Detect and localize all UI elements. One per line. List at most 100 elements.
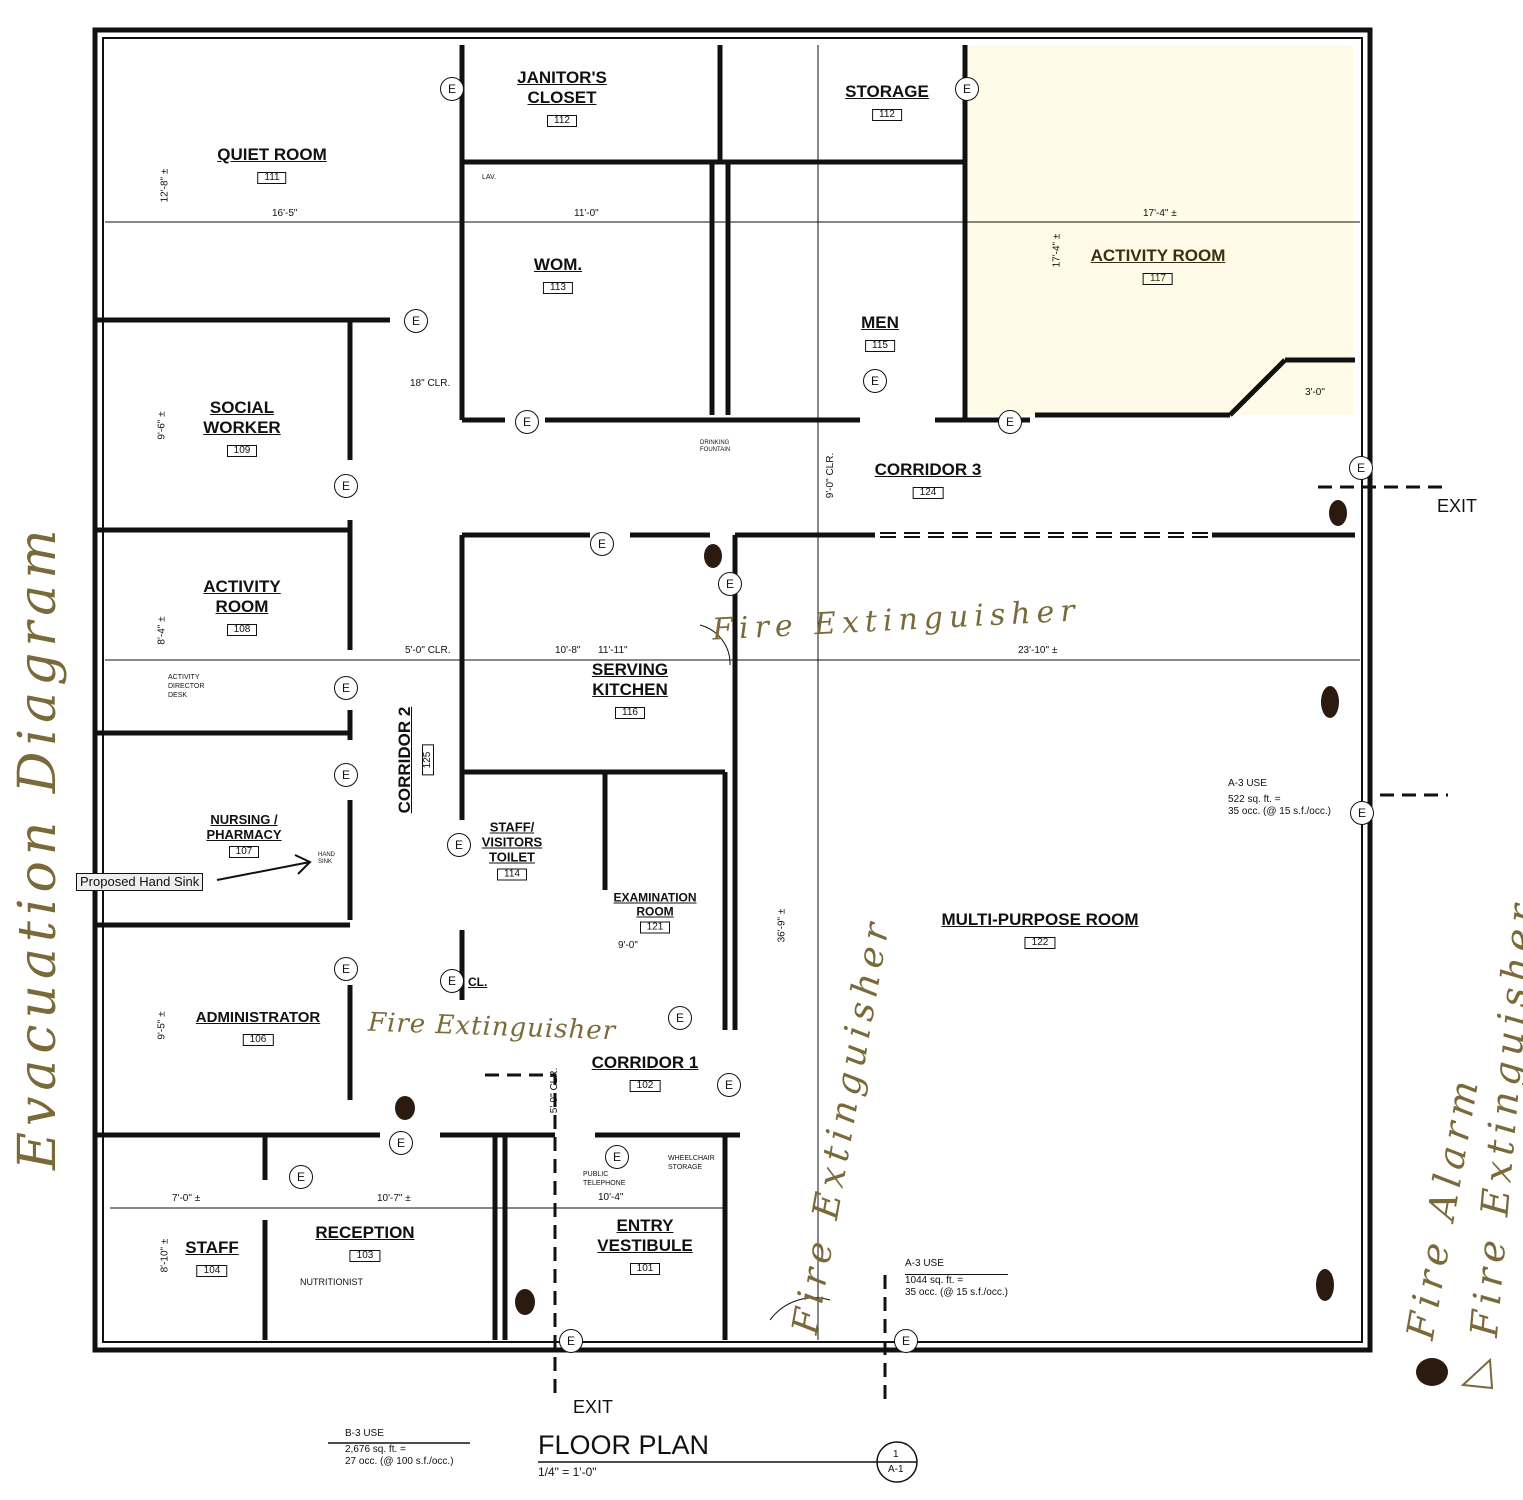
dimension-label: 11'-11"	[598, 645, 628, 656]
room-number: 115	[865, 340, 895, 352]
room-name: CORRIDOR 3	[874, 460, 982, 479]
dimension-label: 3'-0"	[1305, 387, 1325, 398]
room-name: WOM.	[533, 255, 583, 274]
room-corridor-3: CORRIDOR 3 124	[874, 460, 982, 500]
sheet-ref-icon	[328, 1441, 918, 1483]
room-number: 117	[1143, 273, 1173, 285]
occupancy-use: A-3 USE	[1228, 778, 1267, 789]
room-name: CORRIDOR 1	[591, 1053, 699, 1072]
egress-marker: E	[334, 474, 358, 498]
dimension-label: 17'-4" ±	[1051, 233, 1063, 268]
activity-desk-label: ACTIVITY DIRECTOR DESK	[168, 674, 205, 699]
room-number: 124	[912, 487, 944, 499]
hand-sink-label: HAND SINK	[318, 852, 336, 865]
egress-marker: E	[334, 676, 358, 700]
drawing-scale: 1/4" = 1'-0"	[538, 1465, 597, 1479]
occupancy-occ: 27 occ. (@ 100 s.f./occ.)	[345, 1456, 454, 1467]
fire-alarm-markers	[395, 500, 1448, 1386]
room-number: 104	[196, 1265, 228, 1277]
room-number: 107	[228, 846, 260, 858]
occupancy-occ: 35 occ. (@ 15 s.f./occ.)	[905, 1287, 1008, 1298]
dimension-label: 9'-6" ±	[156, 411, 168, 440]
dimension-label: 7'-0" ±	[172, 1193, 201, 1204]
room-name: CORRIDOR 2	[395, 706, 414, 814]
occupancy-a3-multipurpose: A-3 USE 1044 sq. ft. =35 occ. (@ 15 s.f./…	[905, 1258, 1008, 1299]
room-name: MEN	[861, 313, 899, 332]
occupancy-area: 1044 sq. ft. =	[905, 1274, 1008, 1287]
occupancy-area: 2,676 sq. ft. =	[345, 1444, 406, 1455]
closet-label: CL.	[468, 975, 488, 989]
room-name: NURSING / PHARMACY	[206, 812, 282, 842]
room-entry-vestibule: ENTRY VESTIBULE 101	[585, 1216, 705, 1276]
public-telephone-label: PUBLIC TELEPHONE	[583, 1171, 626, 1187]
dimension-label: 36'-9" ±	[776, 908, 788, 943]
room-mens: MEN 115	[861, 313, 899, 353]
nutritionist-label: NUTRITIONIST	[300, 1277, 363, 1287]
room-storage: STORAGE 112	[845, 82, 929, 122]
egress-marker: E	[894, 1329, 918, 1353]
dimension-label: 5'-0" CLR.	[405, 645, 451, 656]
room-number: 113	[543, 282, 573, 294]
egress-marker: E	[334, 763, 358, 787]
egress-marker: E	[955, 77, 979, 101]
dimension-label: 9'-5" ±	[156, 1011, 168, 1040]
dimension-label: 5'-0" CLR.	[549, 1067, 561, 1114]
room-number: 108	[226, 624, 258, 636]
occupancy-occ: 35 occ. (@ 15 s.f./occ.)	[1228, 806, 1331, 817]
room-name: SERVING KITCHEN	[591, 660, 669, 699]
egress-marker: E	[440, 77, 464, 101]
dimension-label: 16'-5"	[272, 208, 298, 219]
room-name: QUIET ROOM	[217, 145, 327, 164]
callout-arrow-icon	[216, 854, 312, 881]
room-number: 103	[349, 1250, 381, 1262]
dimension-label: 12'-8" ±	[159, 168, 171, 203]
exit-routes	[485, 485, 1448, 1400]
room-multi-purpose: MULTI-PURPOSE ROOM 122	[941, 910, 1139, 950]
egress-marker: E	[863, 369, 887, 393]
sheet-ref-sheet: A-1	[888, 1464, 904, 1475]
room-number: 122	[1024, 937, 1056, 949]
room-name: RECEPTION	[315, 1223, 415, 1242]
exit-label-east: EXIT	[1437, 496, 1478, 516]
room-number: 112	[872, 109, 902, 121]
egress-marker: E	[718, 572, 742, 596]
room-name: STORAGE	[845, 82, 929, 101]
room-name: SOCIAL WORKER	[203, 398, 281, 437]
egress-marker: E	[590, 532, 614, 556]
room-reception: RECEPTION 103	[315, 1223, 415, 1263]
room-womens: WOM. 113	[534, 255, 582, 295]
egress-marker: E	[559, 1329, 583, 1353]
egress-marker: E	[998, 410, 1022, 434]
room-number: 101	[629, 1263, 661, 1275]
evacuation-diagram-title: Evacuation Diagram	[8, 523, 68, 1170]
egress-marker: E	[440, 969, 464, 993]
room-name: JANITOR'S CLOSET	[517, 68, 607, 107]
drinking-fountain-label: DRINKING FOUNTAIN	[700, 440, 731, 453]
dimension-label: 18" CLR.	[410, 378, 451, 389]
dimension-label: 10'-8"	[555, 645, 581, 656]
room-name: MULTI-PURPOSE ROOM	[941, 910, 1139, 929]
dimension-label: 10'-7" ±	[377, 1193, 411, 1204]
egress-marker: E	[668, 1006, 692, 1030]
room-number: 114	[497, 868, 527, 881]
occupancy-use: A-3 USE	[905, 1258, 944, 1269]
drawing-title: FLOOR PLAN	[538, 1430, 710, 1460]
room-name: ENTRY VESTIBULE	[597, 1216, 693, 1255]
dimension-label: 8'-10" ±	[159, 1238, 171, 1273]
egress-marker: E	[717, 1073, 741, 1097]
lav-label: LAV.	[482, 174, 497, 181]
egress-marker: E	[447, 833, 471, 857]
